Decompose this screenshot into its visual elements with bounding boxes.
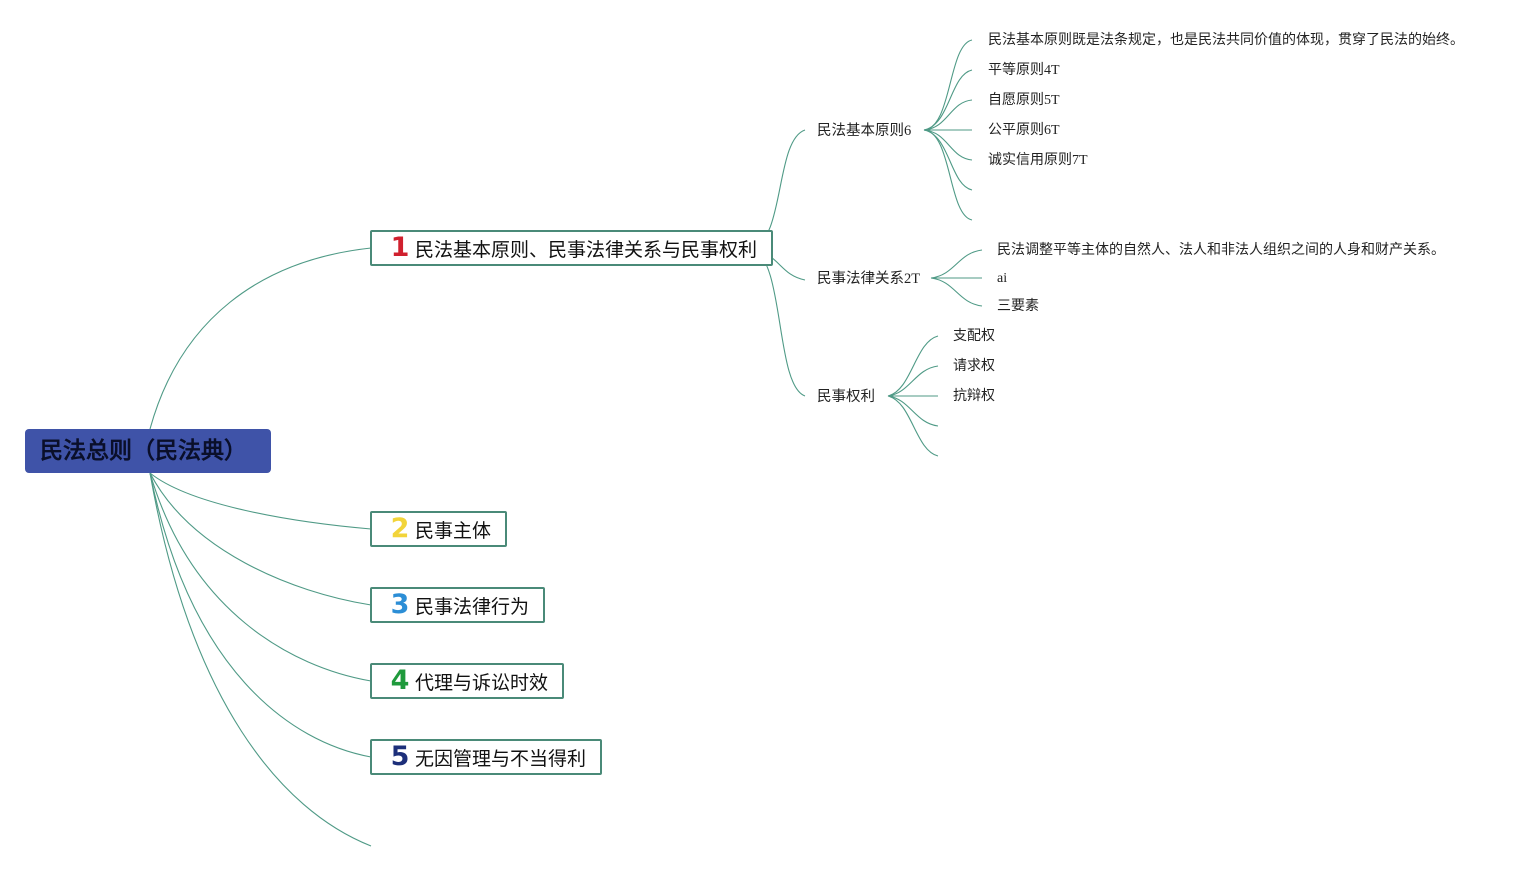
subtopic-civil-rights[interactable]: 民事权利: [817, 389, 875, 405]
topic-number-1-icon: 1: [390, 232, 410, 263]
main-topic-2[interactable]: 2 民事主体: [370, 511, 508, 547]
subtopic-basic-principles[interactable]: 民法基本原则6: [817, 123, 912, 139]
root-topic-label: 民法总则（民法典）: [40, 438, 247, 464]
link-sub3-leaf-2: [887, 365, 939, 397]
main-topic-label: 无因管理与不当得利: [415, 747, 587, 770]
link-sub1-leaf-2: [923, 69, 973, 131]
leaf-equality-principle[interactable]: 平等原则4T: [988, 63, 1060, 78]
link-sub2-leaf-1: [930, 249, 983, 279]
leaf-relations-ai[interactable]: ai: [997, 271, 1008, 286]
subtopic-civil-legal-relations[interactable]: 民事法律关系2T: [817, 271, 921, 287]
leaf-right-of-control[interactable]: 支配权: [953, 329, 995, 344]
link-sub3-leaf-1: [887, 335, 939, 397]
main-topic-3[interactable]: 3 民事法律行为: [370, 587, 546, 623]
link-root-topic-6: [149, 472, 372, 847]
topic-number-2-icon: 2: [390, 513, 410, 544]
main-topic-label: 民法基本原则、民事法律关系与民事权利: [415, 238, 758, 261]
topic-number-5-icon: 5: [390, 741, 410, 772]
root-topic[interactable]: 民法总则（民法典）: [25, 429, 271, 473]
link-topic1-sub-3: [751, 247, 806, 397]
main-topic-5[interactable]: 5 无因管理与不当得利: [370, 739, 603, 775]
leaf-relations-three-elements[interactable]: 三要素: [997, 299, 1039, 314]
leaf-good-faith-principle[interactable]: 诚实信用原则7T: [988, 153, 1088, 168]
leaf-right-of-defense[interactable]: 抗辩权: [953, 389, 995, 404]
leaf-relations-scope[interactable]: 民法调整平等主体的自然人、法人和非法人组织之间的人身和财产关系。: [997, 243, 1445, 258]
link-root-topic-3: [149, 472, 372, 606]
topic-number-3-icon: 3: [390, 589, 410, 620]
link-sub3-leaf-5: [887, 395, 939, 457]
topic-number-4-icon: 4: [390, 665, 410, 696]
link-sub3-leaf-4: [887, 395, 939, 427]
leaf-voluntary-principle[interactable]: 自愿原则5T: [988, 93, 1060, 108]
link-root-topic-1: [149, 247, 372, 430]
link-root-topic-5: [149, 472, 372, 758]
link-sub2-leaf-3: [930, 277, 983, 307]
link-sub1-leaf-6: [923, 129, 973, 191]
main-topic-label: 民事主体: [415, 519, 492, 542]
main-topic-label: 民事法律行为: [415, 595, 530, 618]
main-topic-label: 代理与诉讼时效: [415, 671, 549, 694]
link-root-topic-2: [149, 472, 372, 530]
main-topic-4[interactable]: 4 代理与诉讼时效: [370, 663, 565, 699]
link-sub1-leaf-7: [923, 129, 973, 221]
main-topic-1[interactable]: 1 民法基本原则、民事法律关系与民事权利: [370, 230, 774, 266]
leaf-principles-summary[interactable]: 民法基本原则既是法条规定，也是民法共同价值的体现，贯穿了民法的始终。: [988, 33, 1464, 48]
leaf-fairness-principle[interactable]: 公平原则6T: [988, 123, 1060, 138]
link-root-topic-4: [149, 472, 372, 682]
link-sub1-leaf-5: [923, 129, 973, 161]
link-sub1-leaf-3: [923, 99, 973, 131]
leaf-right-of-claim[interactable]: 请求权: [953, 359, 995, 374]
